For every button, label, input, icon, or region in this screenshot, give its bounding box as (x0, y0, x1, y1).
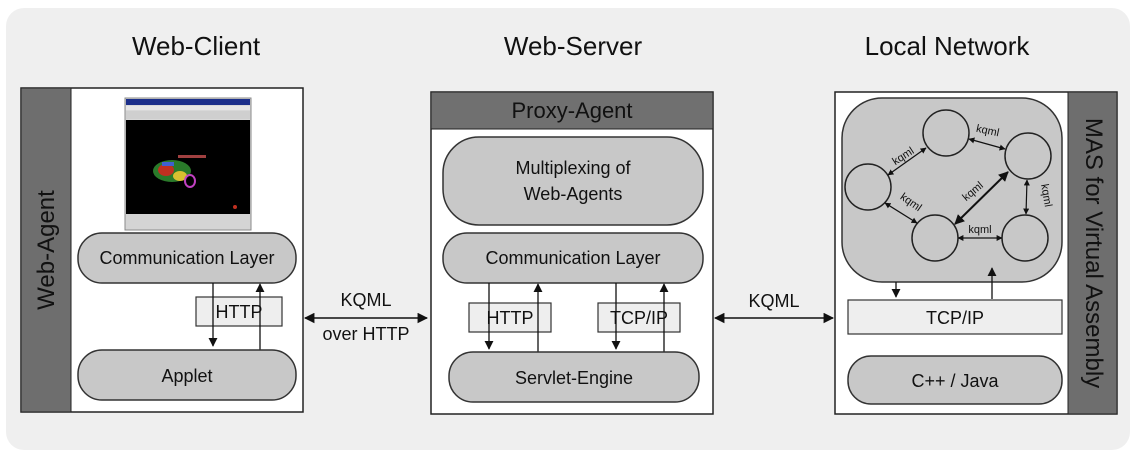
mas-label: MAS for Virtual Assembly (1080, 118, 1107, 388)
local-network-panel: MAS for Virtual Assembly kqml kqml kqml … (834, 91, 1118, 415)
agent-node-bottom (911, 214, 959, 262)
network-tcpip-box (847, 299, 1063, 335)
mas-side-bar (1067, 91, 1118, 415)
agent-node-left (844, 163, 892, 211)
edge-label-6: kqml (968, 224, 991, 236)
server-tcpip-label: TCP/IP (610, 308, 668, 328)
edge-label-1: kqml (975, 123, 1000, 140)
web-client-title: Web-Client (132, 31, 261, 61)
multiplexing-label-1: Multiplexing of (515, 158, 631, 178)
client-communication-layer (77, 232, 297, 284)
applet-box (77, 349, 297, 401)
edge-label-5: kqml (1038, 183, 1054, 208)
edge-topright-bottomright (1023, 179, 1030, 215)
local-network-title: Local Network (865, 31, 1031, 61)
client-communication-layer-label: Communication Layer (99, 248, 274, 268)
cpp-java-label: C++ / Java (911, 371, 999, 391)
edge-left-top (887, 147, 927, 176)
web-client-panel: Web-Agent Communication Layer HTTP (20, 87, 304, 413)
client-server-link-label-1: KQML (340, 290, 391, 310)
web-server-title: Web-Server (504, 31, 643, 61)
agent-node-bottom-right (1001, 214, 1049, 262)
web-agent-side-bar (20, 87, 72, 413)
multiplexing-label-2: Web-Agents (524, 184, 623, 204)
client-server-link-label-2: over HTTP (322, 324, 409, 344)
server-communication-layer (442, 232, 704, 284)
proxy-agent-header (430, 91, 714, 130)
edge-bottom-topright (954, 171, 1009, 225)
thumbnail-menu (126, 106, 250, 110)
server-http-box (468, 302, 552, 333)
edge-left-bottom (884, 202, 918, 224)
server-http-label: HTTP (487, 308, 534, 328)
3d-model-glyph (153, 155, 237, 209)
agent-node-top (922, 109, 970, 157)
client-http-box (195, 296, 283, 327)
cpp-java-box (847, 355, 1063, 405)
servlet-engine-box (448, 351, 700, 403)
proxy-agent-label: Proxy-Agent (511, 98, 632, 123)
network-tcpip-label: TCP/IP (926, 308, 984, 328)
agent-node-top-right (1004, 132, 1052, 180)
thumbnail-statusbar (126, 214, 250, 229)
server-tcpip-box (597, 302, 681, 333)
web-server-panel: Proxy-Agent Multiplexing of Web-Agents C… (430, 91, 714, 415)
client-http-label: HTTP (216, 302, 263, 322)
server-network-link-label: KQML (748, 291, 799, 311)
edge-top-topright (968, 137, 1006, 151)
applet-label: Applet (161, 366, 212, 386)
server-communication-layer-label: Communication Layer (485, 248, 660, 268)
web-agent-label: Web-Agent (33, 190, 60, 310)
multiplexing-box (442, 136, 704, 226)
applet-screenshot-thumbnail (124, 97, 252, 231)
thumbnail-titlebar (126, 99, 250, 105)
servlet-engine-label: Servlet-Engine (515, 368, 633, 388)
thumbnail-toolbar (126, 111, 250, 119)
